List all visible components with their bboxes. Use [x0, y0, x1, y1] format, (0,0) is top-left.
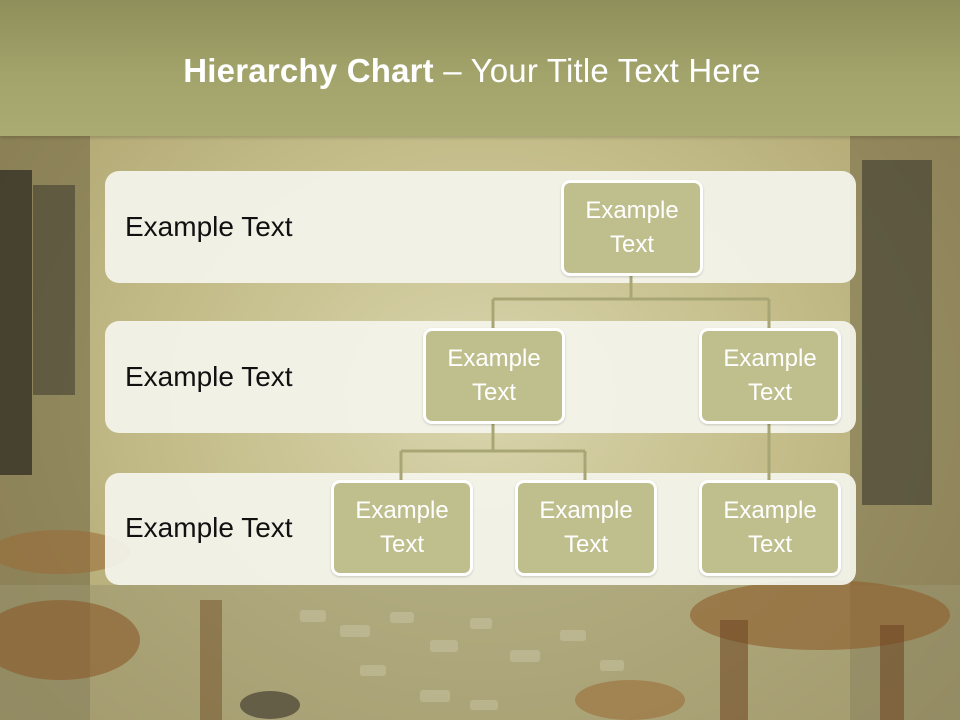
title-bold-part: Hierarchy Chart	[183, 52, 434, 89]
node-root[interactable]: Example Text	[561, 180, 703, 276]
slide-header	[0, 0, 960, 136]
level-1-label: Example Text	[125, 211, 293, 242]
node-level2-right[interactable]: Example Text	[699, 328, 841, 424]
slide-title: Hierarchy Chart – Your Title Text Here	[0, 52, 944, 90]
node-level3-b[interactable]: Example Text	[515, 480, 657, 576]
title-rest-part: – Your Title Text Here	[433, 52, 761, 89]
level-band-1	[105, 171, 856, 283]
level-3-label: Example Text	[125, 512, 293, 543]
level-2-label: Example Text	[125, 361, 293, 392]
node-level2-left[interactable]: Example Text	[423, 328, 565, 424]
node-level3-a[interactable]: Example Text	[331, 480, 473, 576]
node-level3-c[interactable]: Example Text	[699, 480, 841, 576]
